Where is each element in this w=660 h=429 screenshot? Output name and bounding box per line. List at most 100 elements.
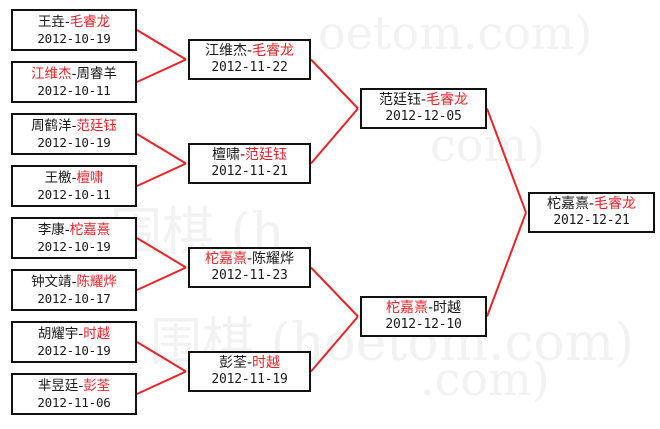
connector-semifinal-1-lower: [310, 107, 359, 165]
player-right: 时越: [433, 299, 462, 316]
player-separator: -: [239, 146, 246, 163]
match-players: 李康-柁嘉熹: [38, 223, 110, 238]
player-left: 彭荃: [218, 354, 247, 371]
player-left: 王垚: [37, 13, 65, 30]
match-players: 胡耀宇-时越: [38, 327, 110, 342]
match-date: 2012-12-10: [385, 317, 462, 333]
player-separator: -: [71, 117, 77, 134]
match-date: 2012-11-23: [211, 268, 288, 284]
player-left: 胡耀宇: [37, 325, 79, 342]
player-right: 时越: [83, 325, 111, 342]
player-left: 钟文靖: [31, 273, 72, 290]
player-left: 李康: [37, 221, 65, 238]
match-date: 2012-10-11: [37, 82, 111, 98]
connector-round-2-3-lower: [136, 266, 187, 291]
player-right: 陈耀烨: [76, 273, 117, 290]
connector-final-1-lower: [486, 212, 527, 317]
connector-round-2-4-lower: [136, 370, 187, 395]
player-separator: -: [588, 195, 595, 212]
player-left: 王檄: [44, 169, 72, 186]
connector-round-2-4-upper: [136, 341, 187, 373]
player-separator: -: [64, 13, 70, 30]
connector-semifinal-1-upper: [310, 58, 359, 110]
match-date: 2012-11-06: [37, 394, 111, 410]
player-left: 芈昱廷: [37, 377, 79, 394]
match-players: 柁嘉熹-时越: [385, 299, 462, 316]
player-right: 柁嘉熹: [69, 221, 111, 238]
match-date: 2012-10-19: [37, 238, 111, 254]
match-date: 2012-10-19: [37, 134, 111, 150]
match-players: 江维杰-毛睿龙: [205, 42, 295, 59]
match-date: 2012-11-22: [211, 60, 288, 76]
connector-round-2-2-lower: [136, 162, 187, 187]
connector-round-2-3-upper: [136, 237, 187, 269]
match-players: 彭荃-时越: [218, 354, 281, 371]
player-right: 毛睿龙: [69, 13, 111, 30]
match-date: 2012-10-19: [37, 30, 111, 46]
match-players: 芈昱廷-彭荃: [38, 379, 110, 394]
match-date: 2012-11-19: [211, 372, 288, 388]
match-players: 王檄-檀啸: [45, 171, 104, 186]
player-separator: -: [64, 221, 70, 238]
player-separator: -: [78, 377, 84, 394]
player-right: 彭荃: [83, 377, 111, 394]
player-right: 范廷钰: [76, 117, 117, 134]
player-separator: -: [71, 169, 77, 186]
player-left: 檀啸: [211, 146, 240, 163]
player-left: 柁嘉熹: [204, 250, 247, 267]
player-right: 时越: [252, 354, 281, 371]
match-players: 范廷钰-毛睿龙: [378, 91, 469, 108]
player-right: 檀啸: [76, 169, 104, 186]
player-separator: -: [246, 42, 253, 59]
player-right: 毛睿龙: [594, 195, 637, 212]
connector-semifinal-2-lower: [310, 315, 359, 373]
match-players: 柁嘉熹-毛睿龙: [546, 195, 637, 212]
player-left: 周鹤洋: [31, 117, 72, 134]
player-separator: -: [246, 354, 253, 371]
player-left: 柁嘉熹: [385, 299, 428, 316]
match-players: 柁嘉熹-陈耀烨: [204, 250, 295, 267]
match-players: 檀啸-范廷钰: [211, 146, 288, 163]
match-date: 2012-11-21: [211, 164, 288, 180]
match-date: 2012-10-19: [37, 342, 111, 358]
connector-round-2-1-lower: [136, 58, 187, 83]
player-right: 范廷钰: [245, 146, 288, 163]
connector-round-2-2-upper: [136, 133, 187, 165]
player-separator: -: [78, 325, 84, 342]
match-players: 王垚-毛睿龙: [38, 15, 110, 30]
player-left: 江维杰: [31, 65, 72, 82]
player-left: 柁嘉熹: [546, 195, 589, 212]
player-separator: -: [420, 91, 427, 108]
player-right: 陈耀烨: [252, 250, 295, 267]
player-separator: -: [71, 65, 77, 82]
connector-semifinal-2-upper: [310, 266, 359, 318]
match-date: 2012-12-21: [553, 213, 630, 229]
player-separator: -: [246, 250, 253, 267]
player-separator: -: [427, 299, 434, 316]
player-right: 毛睿龙: [252, 42, 295, 59]
player-left: 范廷钰: [378, 91, 421, 108]
match-players: 江维杰-周睿羊: [31, 67, 117, 82]
match-date: 2012-12-05: [385, 109, 462, 125]
player-right: 毛睿龙: [426, 91, 469, 108]
match-date: 2012-10-17: [37, 290, 111, 306]
player-separator: -: [71, 273, 77, 290]
connector-final-1-upper: [486, 108, 527, 213]
